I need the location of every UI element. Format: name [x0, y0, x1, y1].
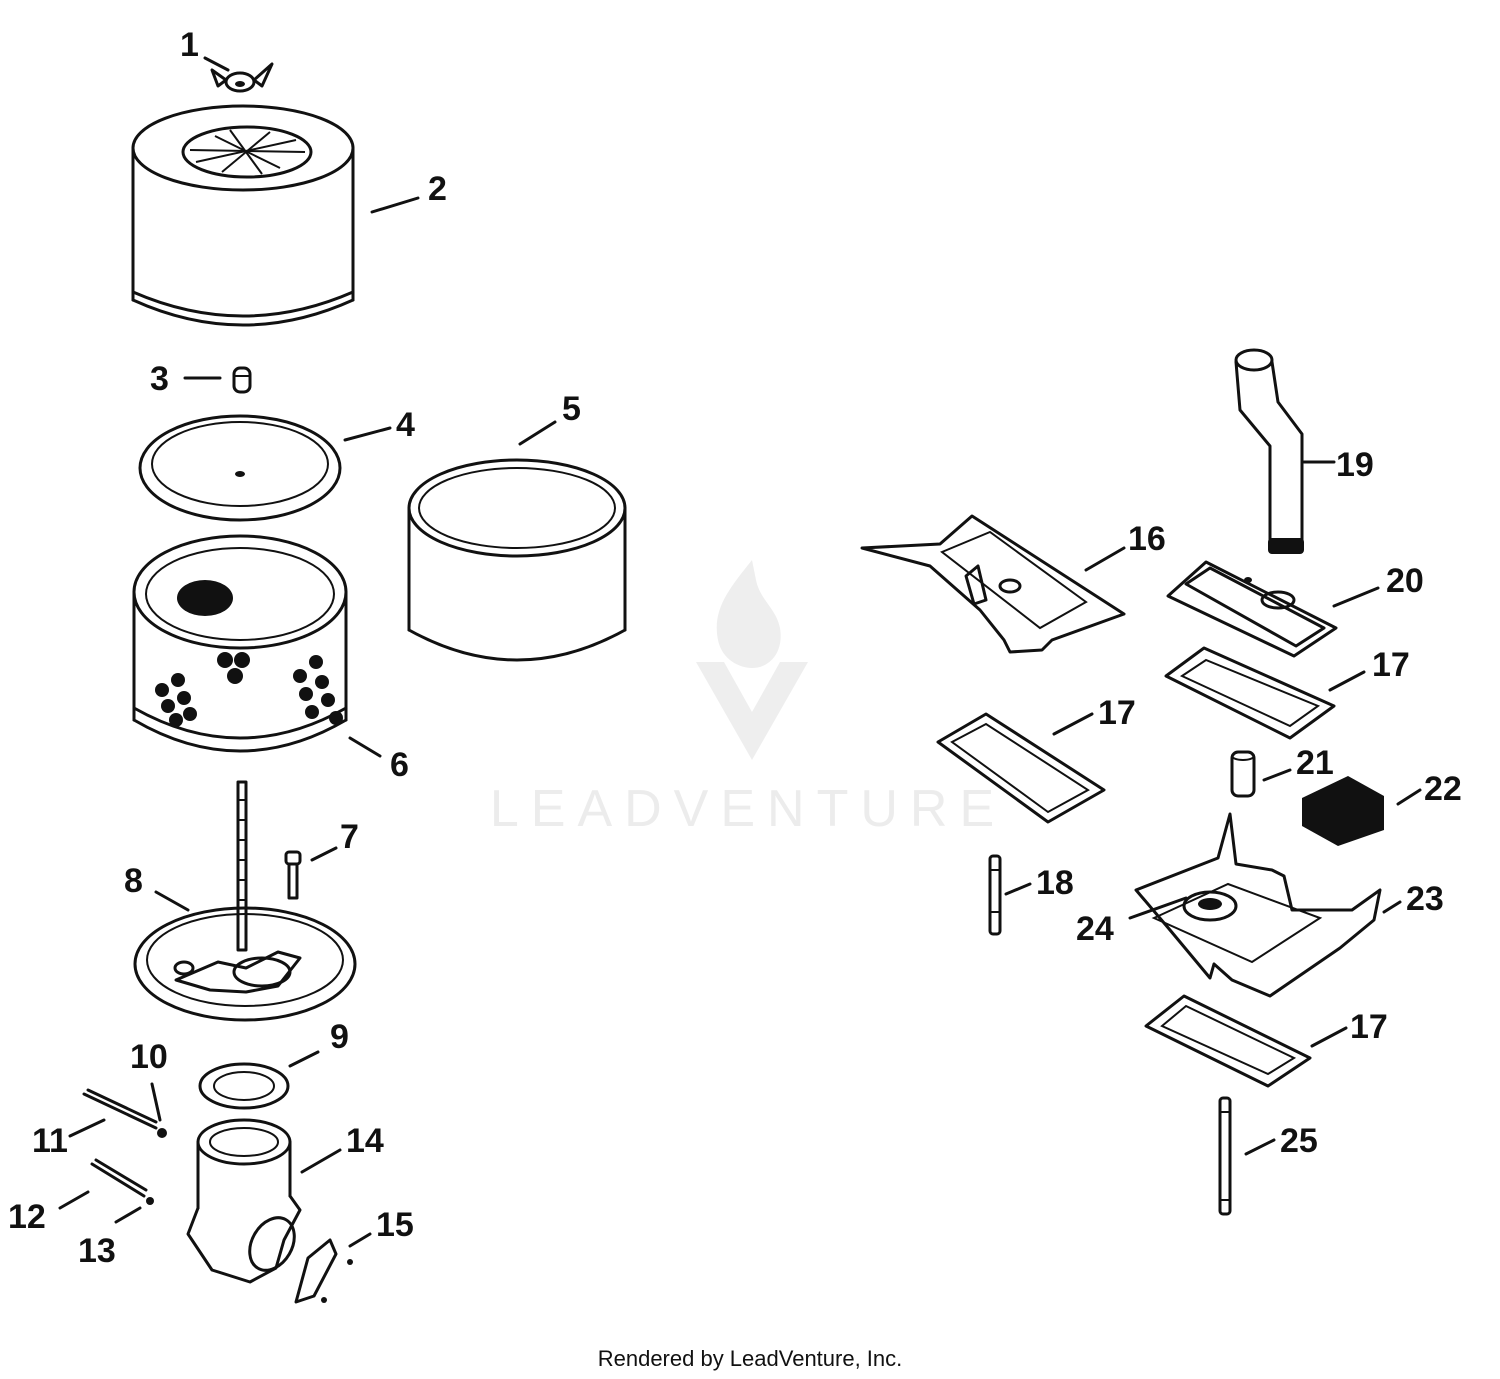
- part-12-bolt: [90, 1158, 148, 1198]
- part-25-stud: [1218, 1096, 1232, 1216]
- callout-12: 12: [8, 1198, 46, 1236]
- callout-22: 22: [1424, 770, 1462, 808]
- footer-credit: Rendered by LeadVenture, Inc.: [598, 1346, 903, 1371]
- callout-8: 8: [124, 862, 143, 900]
- watermark-text: LEADVENTURE: [490, 780, 1006, 838]
- part-14-elbow: [186, 1118, 302, 1284]
- watermark: LEADVENTURE: [490, 560, 1006, 838]
- part-11-bolt: [82, 1088, 158, 1130]
- part-19-tube: [1234, 348, 1304, 554]
- watermark-v-icon: [696, 662, 808, 760]
- callout-6: 6: [390, 746, 409, 784]
- part-22-filter-block: [1302, 776, 1384, 846]
- callout-23: 23: [1406, 880, 1444, 918]
- callout-20: 20: [1386, 562, 1424, 600]
- part-4-baffle: [138, 414, 342, 522]
- part-9-gasket: [198, 1062, 290, 1110]
- callout-18: 18: [1036, 864, 1074, 902]
- callout-7: 7: [340, 818, 359, 856]
- callout-3: 3: [150, 360, 169, 398]
- leader-lines: [58, 56, 1422, 1248]
- callout-10: 10: [130, 1038, 168, 1076]
- part-17-gasket-lower: [1144, 994, 1312, 1088]
- part-7-screw: [284, 850, 302, 900]
- part-24-cap: [1182, 890, 1238, 922]
- callout-24: 24: [1076, 910, 1114, 948]
- part-3-spacer: [232, 366, 252, 394]
- part-6-filter-can: [132, 534, 348, 753]
- callout-15: 15: [376, 1206, 414, 1244]
- part-8-base-plate: [133, 906, 357, 1022]
- part-18-stud: [988, 854, 1002, 936]
- part-13-nut: [146, 1197, 154, 1205]
- callout-2: 2: [428, 170, 447, 208]
- callout-21: 21: [1296, 744, 1334, 782]
- part-16-breather-shield: [860, 514, 1126, 654]
- callout-16: 16: [1128, 520, 1166, 558]
- part-17-gasket-left: [936, 712, 1106, 824]
- callout-9: 9: [330, 1018, 349, 1056]
- part-15-bracket: [294, 1238, 353, 1304]
- part-5-element: [407, 458, 627, 662]
- filter-holes: [155, 652, 343, 727]
- callout-17-left: 17: [1098, 694, 1136, 732]
- part-17-gasket-right-upper: [1164, 646, 1336, 740]
- callout-19: 19: [1336, 446, 1374, 484]
- callout-4: 4: [396, 406, 415, 444]
- callout-14: 14: [346, 1122, 384, 1160]
- callout-25: 25: [1280, 1122, 1318, 1160]
- callout-labels: 1 2 3 4 5 6 7 8 9 10 11 12 13 14 15 16 1…: [8, 26, 1462, 1270]
- callout-17-right-upper: 17: [1372, 646, 1410, 684]
- part-20-cover: [1166, 560, 1338, 658]
- part-stud-center: [236, 780, 248, 952]
- callout-1: 1: [180, 26, 199, 64]
- callout-13: 13: [78, 1232, 116, 1270]
- part-2-cover: [131, 104, 355, 327]
- part-23-valve-cover: [1134, 812, 1382, 998]
- part-1-wing-nut: [210, 62, 274, 93]
- part-10-nut: [157, 1128, 167, 1138]
- callout-5: 5: [562, 390, 581, 428]
- callout-11: 11: [32, 1122, 68, 1160]
- part-21-sleeve: [1230, 750, 1256, 798]
- watermark-flame-icon: [716, 560, 781, 668]
- callout-17-lower: 17: [1350, 1008, 1388, 1046]
